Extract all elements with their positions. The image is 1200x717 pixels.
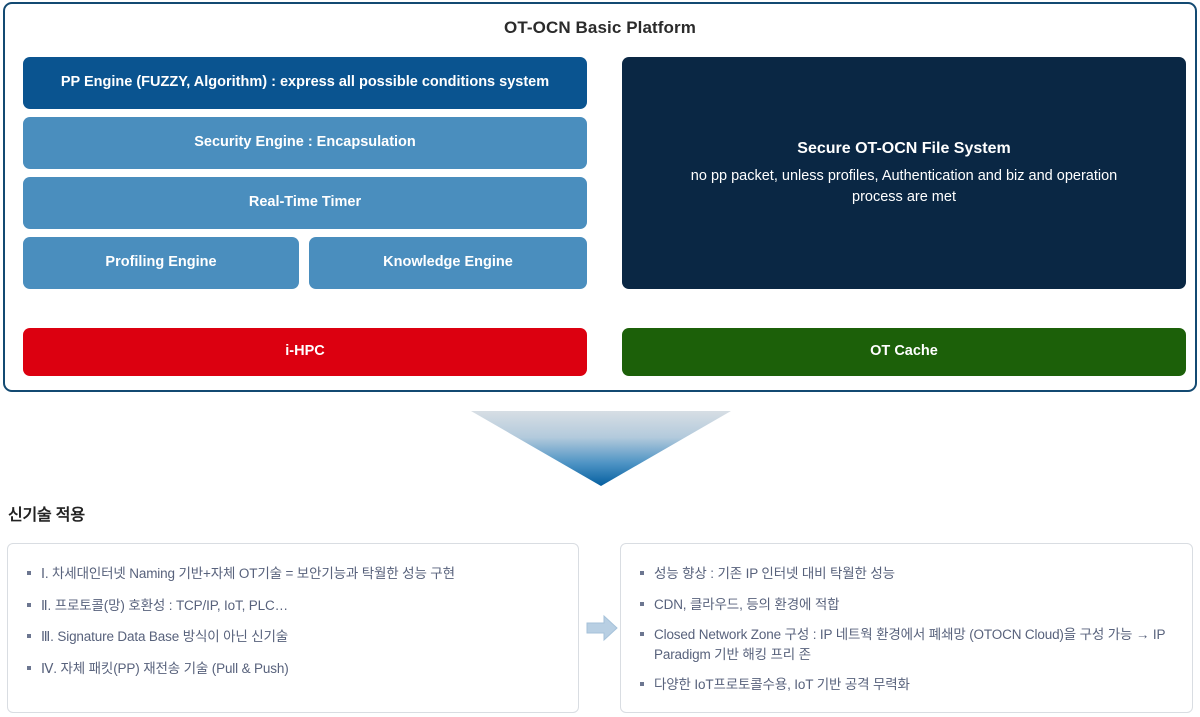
list-item: Ⅳ. 자체 패킷(PP) 재전송 기술 (Pull & Push) xyxy=(24,659,562,679)
right-arrow-icon xyxy=(586,614,618,642)
new-tech-right-panel: 성능 향상 : 기존 IP 인터넷 대비 탁월한 성능 CDN, 클라우드, 등… xyxy=(620,543,1193,713)
box-knowledge-engine-label: Knowledge Engine xyxy=(383,254,513,271)
new-tech-left-panel: Ⅰ. 차세대인터넷 Naming 기반+자체 OT기술 = 보안기능과 탁월한 … xyxy=(7,543,579,713)
box-security-engine-label: Security Engine : Encapsulation xyxy=(194,134,416,151)
list-item: Ⅱ. 프로토콜(망) 호환성 : TCP/IP, IoT, PLC… xyxy=(24,596,562,616)
box-pp-engine-label: PP Engine (FUZZY, Algorithm) : express a… xyxy=(60,74,550,91)
box-secure-file-system-title: Secure OT-OCN File System xyxy=(797,139,1011,157)
new-tech-right-list: 성능 향상 : 기존 IP 인터넷 대비 탁월한 성능 CDN, 클라우드, 등… xyxy=(637,564,1176,695)
box-real-time-timer[interactable]: Real-Time Timer xyxy=(23,177,587,229)
box-knowledge-engine[interactable]: Knowledge Engine xyxy=(309,237,587,289)
box-profiling-engine[interactable]: Profiling Engine xyxy=(23,237,299,289)
list-item: CDN, 클라우드, 등의 환경에 적합 xyxy=(637,595,1176,615)
box-i-hpc-label: i-HPC xyxy=(285,343,325,360)
platform-panel: OT-OCN Basic Platform PP Engine (FUZZY, … xyxy=(3,2,1197,392)
box-i-hpc[interactable]: i-HPC xyxy=(23,328,587,376)
list-item: 성능 향상 : 기존 IP 인터넷 대비 탁월한 성능 xyxy=(637,564,1176,584)
new-tech-left-list: Ⅰ. 차세대인터넷 Naming 기반+자체 OT기술 = 보안기능과 탁월한 … xyxy=(24,564,562,678)
page-title: OT-OCN Basic Platform xyxy=(504,18,696,37)
box-ot-cache[interactable]: OT Cache xyxy=(622,328,1186,376)
list-item: Closed Network Zone 구성 : IP 네트웍 환경에서 폐쇄망… xyxy=(637,625,1176,664)
box-pp-engine[interactable]: PP Engine (FUZZY, Algorithm) : express a… xyxy=(23,57,587,109)
box-security-engine[interactable]: Security Engine : Encapsulation xyxy=(23,117,587,169)
section-heading-new-tech: 신기술 적용 xyxy=(8,507,85,524)
box-profiling-engine-label: Profiling Engine xyxy=(105,254,217,271)
list-item: Ⅰ. 차세대인터넷 Naming 기반+자체 OT기술 = 보안기능과 탁월한 … xyxy=(24,564,562,584)
box-secure-file-system-description: no pp packet, unless profiles, Authentic… xyxy=(690,168,1118,206)
list-item: 다양한 IoT프로토콜수용, IoT 기반 공격 무력화 xyxy=(637,675,1176,695)
down-triangle-arrow-icon xyxy=(471,411,731,486)
box-secure-file-system[interactable]: Secure OT-OCN File System no pp packet, … xyxy=(622,57,1186,289)
box-ot-cache-label: OT Cache xyxy=(870,343,938,360)
box-real-time-timer-label: Real-Time Timer xyxy=(248,194,362,211)
list-item: Ⅲ. Signature Data Base 방식이 아닌 신기술 xyxy=(24,627,562,647)
